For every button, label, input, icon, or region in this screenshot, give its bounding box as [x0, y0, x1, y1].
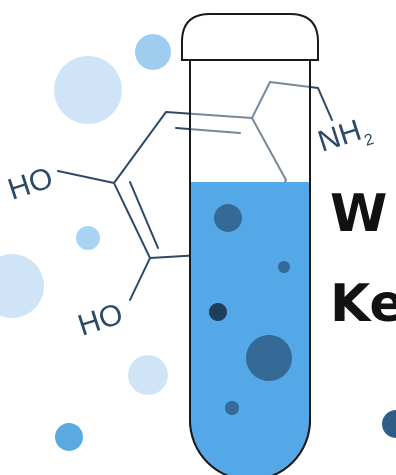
- bg-circle: [76, 226, 100, 250]
- bg-circle: [128, 355, 168, 395]
- test-tube: [181, 13, 319, 475]
- bg-circle: [55, 423, 83, 451]
- amine-label: NH 2: [314, 114, 376, 159]
- amine-label-main: NH: [314, 114, 365, 159]
- hydroxyl-label-bottom: HO: [74, 297, 127, 342]
- tube-liquid: [191, 182, 309, 475]
- liquid-bubble: [246, 335, 292, 381]
- liquid-bubble: [225, 401, 239, 415]
- headline-line-2: Ke: [330, 274, 396, 334]
- liquid-bubble: [209, 303, 227, 321]
- tube-cap: [181, 13, 319, 61]
- hydroxyl-label-top: HO: [4, 161, 57, 206]
- liquid-bubble: [278, 261, 290, 273]
- bg-circle: [135, 34, 171, 70]
- molecule-structure: [57, 81, 333, 301]
- liquid-bubble: [214, 204, 242, 232]
- headline-line-1: W: [330, 184, 388, 244]
- bg-circle: [0, 254, 44, 318]
- amine-label-subscript: 2: [362, 131, 376, 150]
- bg-circle: [382, 410, 396, 438]
- bg-circle: [54, 56, 122, 124]
